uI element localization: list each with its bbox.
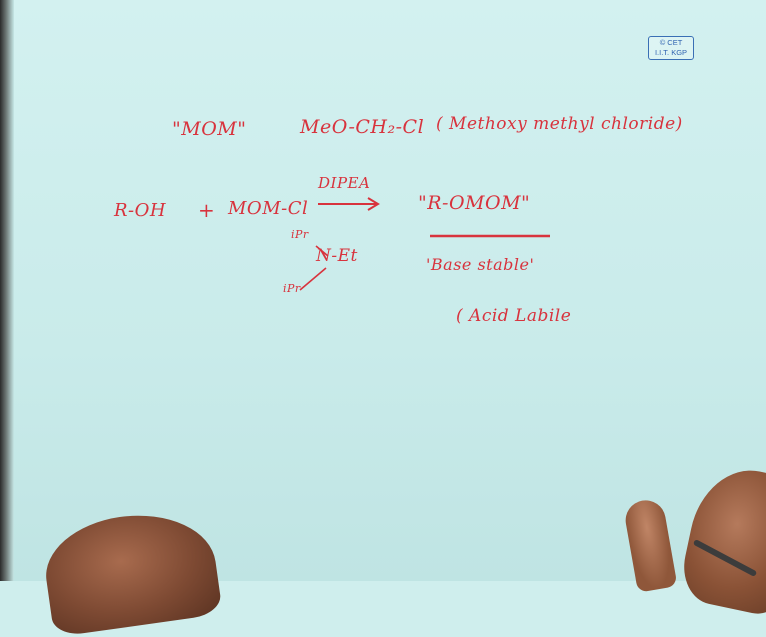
- board-frame-edge: [0, 0, 14, 581]
- cet-iitkgp-logo: © CET I.I.T. KGP: [648, 36, 694, 60]
- plus-sign: +: [198, 198, 216, 222]
- logo-line-2: I.I.T. KGP: [654, 48, 688, 57]
- ipr-bottom-label: iPr: [283, 282, 301, 295]
- whiteboard: [0, 0, 766, 581]
- reagent-dipea: DIPEA: [318, 174, 371, 192]
- logo-line-1: © CET: [659, 38, 683, 47]
- reaction-arrow-head: [367, 197, 380, 211]
- mom-label: "MOM": [172, 118, 247, 140]
- reactant-mom-chloride: MOM-Cl: [228, 198, 309, 219]
- reactant-alcohol: R-OH: [114, 200, 167, 221]
- ipr-top-bond: [315, 245, 329, 257]
- mom-full-name: ( Methoxy methyl chloride): [436, 114, 683, 134]
- product-r-omom: "R-OMOM": [418, 192, 531, 214]
- ipr-bottom-bond: [299, 267, 327, 291]
- amine-n-et: N-Et: [316, 246, 358, 266]
- property-base-stable: 'Base stable': [426, 255, 535, 274]
- property-acid-labile: ( Acid Labile: [456, 306, 572, 326]
- ipr-top-label: iPr: [291, 228, 309, 241]
- mom-formula: MeO-CH₂-Cl: [300, 116, 425, 138]
- ink-strokes: [299, 197, 550, 291]
